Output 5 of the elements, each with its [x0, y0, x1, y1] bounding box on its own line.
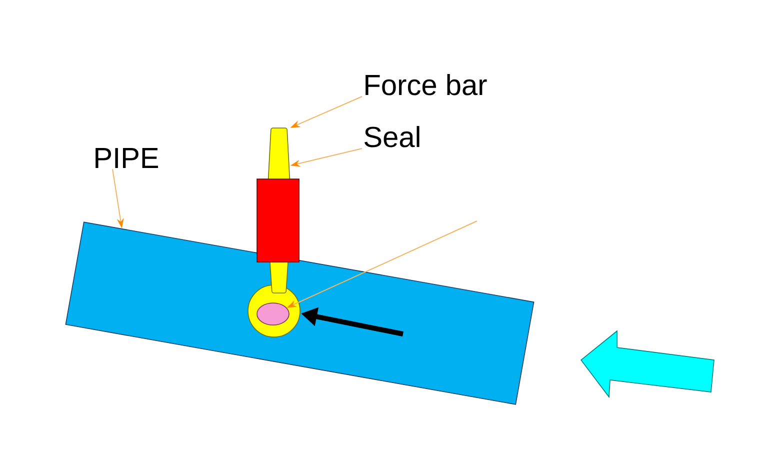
oval-insert: [256, 302, 290, 326]
pipe: [65, 222, 534, 405]
part-label: Force bar: [366, 74, 487, 96]
part-label: Seal: [364, 126, 420, 148]
part-label: PIPE: [96, 148, 158, 168]
